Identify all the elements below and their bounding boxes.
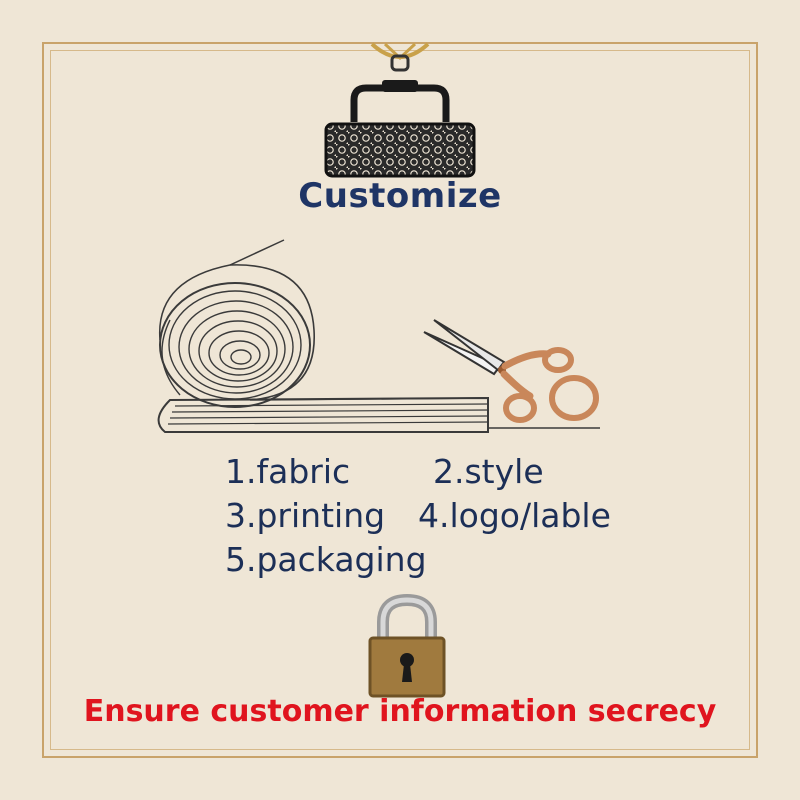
secrecy-tagline: Ensure customer information secrecy	[83, 694, 717, 729]
handbag-icon	[324, 42, 476, 178]
fabric-roll-icon	[157, 239, 600, 433]
step-logo-label: 4.logo/lable	[418, 496, 611, 535]
inner-frame	[50, 50, 750, 750]
outer-frame	[42, 42, 758, 758]
scissors-icon	[423, 319, 599, 423]
step-style: 2.style	[433, 452, 544, 491]
step-printing: 3.printing	[225, 496, 386, 535]
step-fabric: 1.fabric	[225, 452, 351, 491]
step-packaging: 5.packaging	[225, 540, 427, 579]
padlock-icon	[368, 593, 446, 698]
headline: Customize	[298, 176, 502, 216]
